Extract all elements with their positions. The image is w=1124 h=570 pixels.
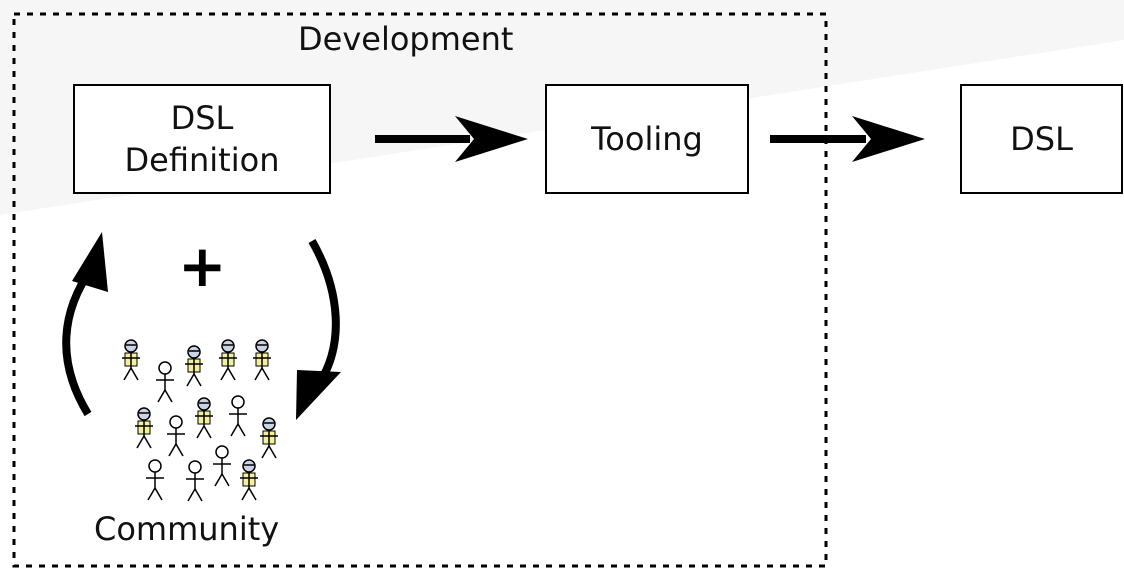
dsl-box: DSL <box>960 84 1123 194</box>
arrow-community-to-definition <box>62 232 108 417</box>
stick-figure-badge-icon <box>253 339 271 381</box>
stick-figure-icon <box>156 361 174 403</box>
dsl-definition-line1: DSL <box>170 99 234 137</box>
stick-figure-icon <box>213 445 231 487</box>
arrow-definition-to-tooling <box>375 116 528 162</box>
stick-figure-badge-icon <box>135 407 153 449</box>
dsl-definition-line2: Definition <box>124 141 280 179</box>
plus-icon: + <box>178 232 227 300</box>
stick-figure-badge-icon <box>195 397 213 439</box>
stick-figure-badge-icon <box>240 459 258 501</box>
stick-figure-icon <box>167 415 185 457</box>
stick-figure-badge-icon <box>185 345 203 387</box>
stick-figure-icon <box>146 459 164 501</box>
stick-figure-badge-icon <box>260 417 278 459</box>
stick-figure-icon <box>229 395 247 437</box>
community-crowd <box>122 339 278 502</box>
stick-figure-badge-icon <box>219 339 237 381</box>
development-label: Development <box>298 20 514 58</box>
tooling-box: Tooling <box>545 84 749 194</box>
arrow-definition-to-community <box>296 239 341 420</box>
stick-figure-icon <box>186 460 204 502</box>
arrow-tooling-to-dsl <box>770 116 925 162</box>
development-frame <box>12 12 828 568</box>
community-label: Community <box>94 510 280 548</box>
tooling-label: Tooling <box>591 120 703 158</box>
stick-figure-badge-icon <box>122 339 140 381</box>
dsl-label: DSL <box>1010 120 1073 158</box>
dsl-definition-box: DSL Definition <box>73 84 331 194</box>
